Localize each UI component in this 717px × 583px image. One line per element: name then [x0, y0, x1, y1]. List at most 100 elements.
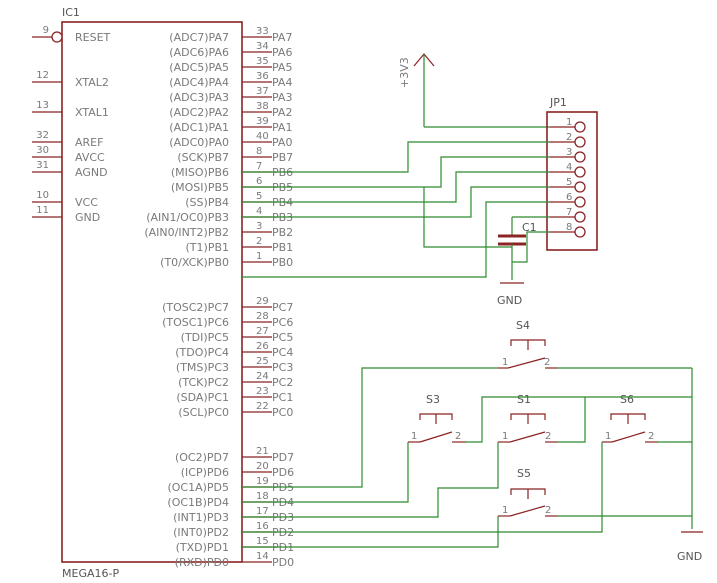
ic-left-pin-number: 9 [43, 25, 49, 36]
ic-right-pin-net: PB0 [272, 256, 293, 269]
ic-right-pin-number: 22 [256, 401, 269, 412]
header-pin-number: 5 [566, 177, 572, 188]
wire-pb0 [242, 201, 550, 278]
ic-right-pin-number: 1 [256, 251, 262, 262]
ic-left-pin-number: 30 [36, 145, 49, 156]
ic-name: IC1 [62, 6, 80, 19]
ic-body [61, 21, 243, 563]
wire-c1-top [423, 187, 512, 248]
ic-right-pin-number: 36 [256, 71, 269, 82]
ic-right-pin-label: (RXD)PD0 [175, 556, 229, 569]
switch-s5-pin2: 2 [545, 505, 551, 516]
header-pin-number: 3 [566, 147, 572, 158]
header-pin-hole [574, 211, 586, 223]
ic-right-pin-label: (TMS)PC3 [176, 361, 229, 374]
ic-right-pin-net: PA5 [272, 61, 292, 74]
ic-right-pin-label: (OC1B)PD4 [167, 496, 229, 509]
ic-right-pin-label: (TOSC2)PC7 [162, 301, 229, 314]
ic-right-pin-label: (MISO)PB6 [171, 166, 229, 179]
switch-s1-pin2: 2 [545, 431, 551, 442]
wire-pb7 [242, 141, 550, 173]
ic-left-pin-label: AGND [75, 166, 108, 179]
ic-right-pin-label: (SDA)PC1 [176, 391, 229, 404]
header-pin: 3 [550, 147, 586, 163]
switch-s3-pin1: 1 [411, 431, 417, 442]
header-pin-number: 7 [566, 207, 572, 218]
ic-right-pin-label: (ADC6)PA6 [169, 46, 229, 59]
ic-right-pin-number: 2 [256, 236, 262, 247]
switch-s4-pin2: 2 [544, 357, 550, 368]
ic-right-pin-number: 24 [256, 371, 269, 382]
ic-right-pin-net: PA3 [272, 91, 292, 104]
header-pin-hole [574, 166, 586, 178]
ic-right-pin-label: (OC1A)PD5 [167, 481, 229, 494]
ic-right-pin-number: 27 [256, 326, 269, 337]
ic-right-pin-number: 29 [256, 296, 269, 307]
ic-left-pin-number: 12 [36, 70, 49, 81]
ic-right-pin-label: (OC2)PD7 [175, 451, 229, 464]
ic-right-pin-label: (SCK)PB7 [177, 151, 229, 164]
switch-s5-pin1: 1 [502, 505, 508, 516]
ic-right-pin-net: PA0 [272, 136, 292, 149]
ic-right-pin-net: PC3 [272, 361, 293, 374]
ic-right-pin-number: 25 [256, 356, 269, 367]
ic-right-pin-number: 23 [256, 386, 269, 397]
ic-right-pin-label: (ICP)PD6 [181, 466, 229, 479]
header-pin-hole [574, 121, 586, 133]
ic-right-pin-net: PC7 [272, 301, 293, 314]
switch-s5-name: S5 [517, 467, 531, 480]
switch-s6-pin2: 2 [648, 431, 654, 442]
ic-right-pin-number: 14 [256, 551, 269, 562]
wire-pd1 [242, 442, 603, 533]
ic-right-pin-number: 6 [256, 176, 262, 187]
ic-right-pin-label: (SCL)PC0 [178, 406, 229, 419]
ic-right-pin-label: (TCK)PC2 [178, 376, 229, 389]
capacitor-name: C1 [522, 221, 537, 234]
ic-right-pin-label: (TDI)PC5 [181, 331, 229, 344]
ic-right-pin-net: PB2 [272, 226, 293, 239]
ic-right-pin-label: (TXD)PD1 [176, 541, 229, 554]
header-pin-number: 1 [566, 117, 572, 128]
ic-right-pin-net: PA7 [272, 31, 292, 44]
ic-left-pin-number: 31 [36, 160, 49, 171]
ic-left-pin-number: 11 [36, 205, 49, 216]
ic-right-pin-number: 21 [256, 446, 269, 457]
ic-right-pin-number: 4 [256, 206, 262, 217]
ic-right-pin-number: 34 [256, 41, 269, 52]
switch-s3-pin2: 2 [455, 431, 461, 442]
ic-right-pin-number: 20 [256, 461, 269, 472]
switch-s4-name: S4 [516, 319, 530, 332]
ic-right-pin-number: 39 [256, 116, 269, 127]
ic-left-pin-label: RESET [75, 31, 111, 44]
ic-right-pin-net: PA2 [272, 106, 292, 119]
ic-right-pin-label: (INT0)PD2 [173, 526, 229, 539]
ic-right-pin-net: PA4 [272, 76, 292, 89]
ic-right-pin-number: 17 [256, 506, 269, 517]
ic-right-pin-number: 19 [256, 476, 269, 487]
wire-s1-gnd [558, 397, 586, 443]
ic-right-pin-number: 8 [256, 146, 262, 157]
switch-s4-pin1: 1 [502, 357, 508, 368]
ic-right-pin-label: (ADC1)PA1 [169, 121, 229, 134]
ic-right-pin-net: PA6 [272, 46, 292, 59]
ic-right-pin-label: (ADC4)PA4 [169, 76, 229, 89]
ic-right-pin-net: PC6 [272, 316, 293, 329]
ic-right-pin-net: PC5 [272, 331, 293, 344]
wire-pd4 [242, 367, 498, 488]
switch-s4-contact [507, 357, 546, 369]
ic-right-pin-number: 16 [256, 521, 269, 532]
